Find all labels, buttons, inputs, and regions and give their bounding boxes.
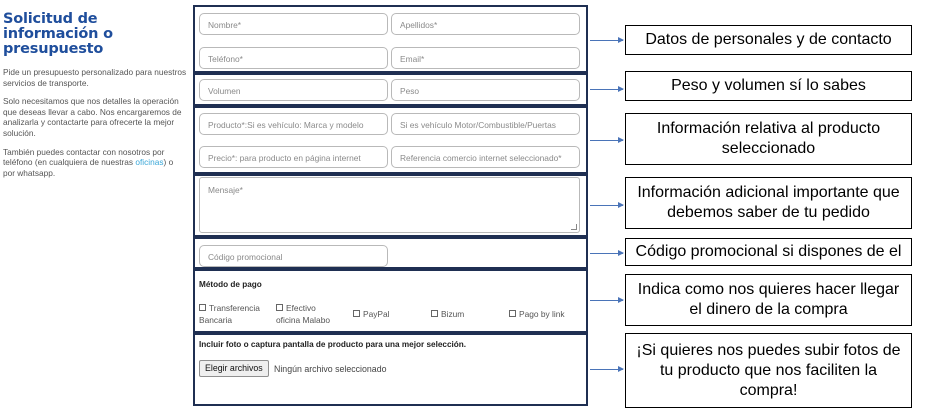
- foto-label: Incluir foto o captura pantalla de produ…: [199, 340, 467, 349]
- peso-input[interactable]: Peso: [391, 79, 580, 101]
- arrow-foto: [590, 366, 624, 372]
- foto-section: Incluir foto o captura pantalla de produ…: [193, 333, 588, 406]
- transferencia-checkbox[interactable]: [199, 304, 206, 311]
- file-status-text: Ningún archivo seleccionado: [274, 364, 387, 374]
- payment-option-bizum[interactable]: Bizum: [431, 308, 464, 320]
- note-foto: ¡Si quieres nos puedes subir fotos de tu…: [625, 333, 912, 408]
- arrow-producto: [590, 137, 624, 143]
- codigo-section: Código promocional: [193, 237, 588, 269]
- intro-paragraph-3-start: También puedes contactar con nosotros po…: [3, 146, 165, 168]
- elegir-archivos-button[interactable]: Elegir archivos: [199, 360, 269, 377]
- apellidos-input[interactable]: Apellidos*: [391, 13, 580, 35]
- referencia-input[interactable]: Referencia comercio internet seleccionad…: [391, 146, 580, 168]
- mensaje-placeholder: Mensaje*: [208, 185, 243, 195]
- efectivo-label-1: Efectivo: [286, 303, 316, 313]
- pago-by-link-label: Pago by link: [519, 309, 565, 319]
- arrow-codigo: [590, 250, 624, 256]
- note-contact: Datos de personales y de contacto: [625, 25, 912, 55]
- page-title: Solicitud de información o presupuesto: [3, 11, 113, 57]
- mensaje-section: Mensaje*: [193, 174, 588, 237]
- precio-input[interactable]: Precio*: para producto en página interne…: [199, 146, 388, 168]
- arrow-contact: [590, 37, 624, 43]
- note-mensaje: Información adicional importante que deb…: [625, 177, 912, 229]
- arrow-mensaje: [590, 202, 624, 208]
- efectivo-label-2: oficina Malabo: [276, 315, 331, 325]
- email-input[interactable]: Email*: [391, 47, 580, 69]
- mensaje-textarea[interactable]: Mensaje*: [199, 177, 580, 233]
- efectivo-checkbox[interactable]: [276, 304, 283, 311]
- bizum-checkbox[interactable]: [431, 310, 438, 317]
- arrow-peso: [590, 86, 624, 92]
- note-pago: Indica como nos quieres hacer llegar el …: [625, 274, 912, 326]
- telefono-input[interactable]: Teléfono*: [199, 47, 388, 69]
- peso-volumen-section: Volumen Peso: [193, 73, 588, 106]
- note-peso-volumen: Peso y volumen sí lo sabes: [625, 71, 912, 101]
- motor-input[interactable]: Si es vehículo Motor/Combustible/Puertas: [391, 113, 580, 135]
- payment-option-pago-by-link[interactable]: Pago by link: [509, 308, 565, 320]
- transferencia-label-2: Bancaria: [199, 315, 233, 325]
- producto-section: Producto*:Si es vehículo: Marca y modelo…: [193, 106, 588, 174]
- arrow-pago: [590, 297, 624, 303]
- note-codigo: Código promocional si dispones de el: [625, 238, 912, 266]
- pago-by-link-checkbox[interactable]: [509, 310, 516, 317]
- intro-paragraph-3: También puedes contactar con nosotros po…: [3, 147, 187, 179]
- producto-input[interactable]: Producto*:Si es vehículo: Marca y modelo: [199, 113, 388, 135]
- payment-option-transferencia[interactable]: Transferencia Bancaria: [199, 302, 260, 326]
- metodo-pago-section: Método de pago Transferencia Bancaria Ef…: [193, 269, 588, 333]
- intro-paragraph-3-end: ) o por whatsapp.: [3, 157, 174, 178]
- payment-option-paypal[interactable]: PayPal: [353, 308, 390, 320]
- nombre-input[interactable]: Nombre*: [199, 13, 388, 35]
- note-producto: Información relativa al producto selecci…: [625, 113, 912, 165]
- bizum-label: Bizum: [441, 309, 465, 319]
- volumen-input[interactable]: Volumen: [199, 79, 388, 101]
- metodo-pago-label: Método de pago: [199, 280, 262, 289]
- codigo-promocional-input[interactable]: Código promocional: [199, 245, 388, 267]
- oficinas-link[interactable]: oficinas: [135, 157, 164, 168]
- payment-option-efectivo[interactable]: Efectivo oficina Malabo: [276, 302, 330, 326]
- resize-handle-icon[interactable]: [571, 224, 577, 230]
- intro-paragraph-2: Solo necesitamos que nos detalles la ope…: [3, 96, 182, 138]
- intro-paragraph-1: Pide un presupuesto personalizado para n…: [3, 67, 187, 88]
- transferencia-label-1: Transferencia: [209, 303, 260, 313]
- paypal-label: PayPal: [363, 309, 390, 319]
- contact-section: Nombre* Apellidos* Teléfono* Email*: [193, 5, 588, 73]
- paypal-checkbox[interactable]: [353, 310, 360, 317]
- intro-panel: Solicitud de información o presupuesto P…: [3, 12, 187, 186]
